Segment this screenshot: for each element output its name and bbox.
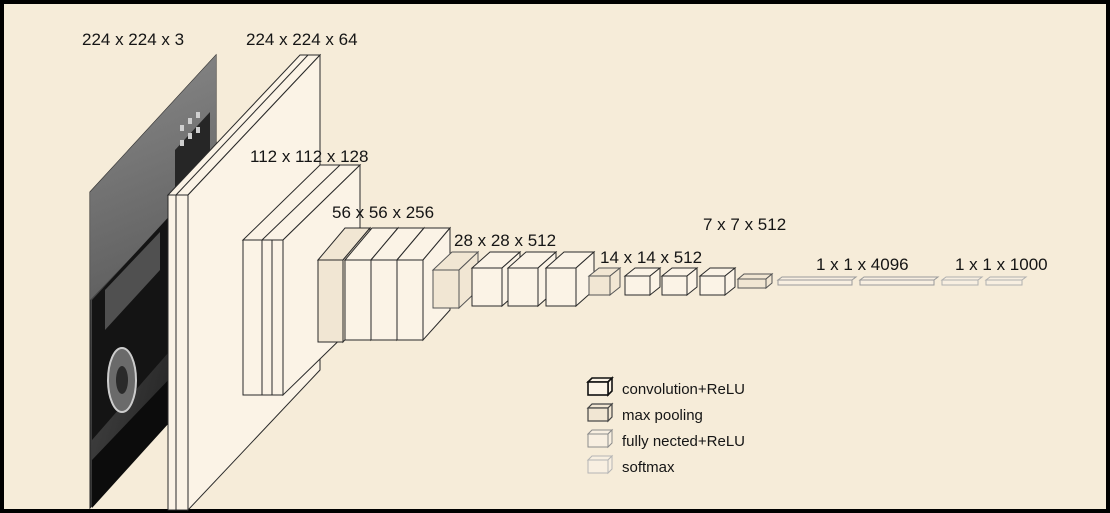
legend-label-pool: max pooling (622, 407, 703, 424)
softmax-block (942, 277, 1026, 285)
conv4-block (472, 252, 594, 306)
label-fc: 1 x 1 x 4096 (816, 255, 909, 274)
legend: convolution+ReLU max pooling fully necte… (588, 378, 745, 476)
legend-item-fc: fully nected+ReLU (588, 430, 745, 450)
label-conv5: 14 x 14 x 512 (600, 248, 702, 267)
legend-label-softmax: softmax (622, 459, 675, 476)
fc-block (778, 277, 938, 285)
pool5-block (738, 274, 772, 288)
label-input: 224 x 224 x 3 (82, 30, 184, 49)
legend-item-pool: max pooling (588, 404, 703, 424)
cube-icon (588, 456, 612, 473)
cube-icon (588, 430, 612, 447)
conv5-block (625, 268, 735, 295)
cube-icon (588, 404, 612, 421)
label-pool5: 7 x 7 x 512 (703, 215, 786, 234)
label-conv4: 28 x 28 x 512 (454, 231, 556, 250)
legend-label-conv: convolution+ReLU (622, 381, 745, 398)
pool4-block (589, 268, 620, 295)
legend-label-fc: fully nected+ReLU (622, 433, 745, 450)
label-softmax: 1 x 1 x 1000 (955, 255, 1048, 274)
label-conv2: 112 x 112 x 128 (250, 147, 368, 166)
legend-item-conv: convolution+ReLU (588, 378, 745, 398)
legend-item-softmax: softmax (588, 456, 675, 476)
cube-icon (588, 378, 612, 395)
label-conv3: 56 x 56 x 256 (332, 203, 434, 222)
label-conv1: 224 x 224 x 64 (246, 30, 358, 49)
